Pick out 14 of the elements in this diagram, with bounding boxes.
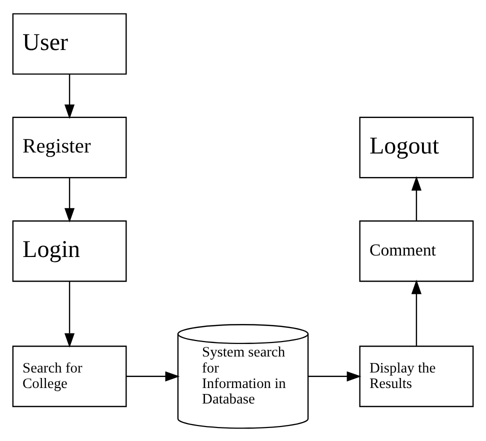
- arrow: [64, 280, 75, 348]
- node-box: Display the Results: [359, 345, 474, 407]
- node-box: Register: [12, 116, 127, 178]
- node-box: Comment: [359, 220, 474, 282]
- arrow: [126, 370, 180, 381]
- arrow: [64, 178, 75, 222]
- arrow: [411, 279, 422, 346]
- node-box: Search for College: [12, 345, 127, 407]
- node-box: User: [12, 12, 127, 74]
- arrow: [411, 176, 422, 220]
- node-box: Login: [12, 220, 127, 282]
- arrow: [308, 370, 362, 381]
- node-box: Logout: [359, 116, 474, 178]
- arrow: [64, 74, 75, 118]
